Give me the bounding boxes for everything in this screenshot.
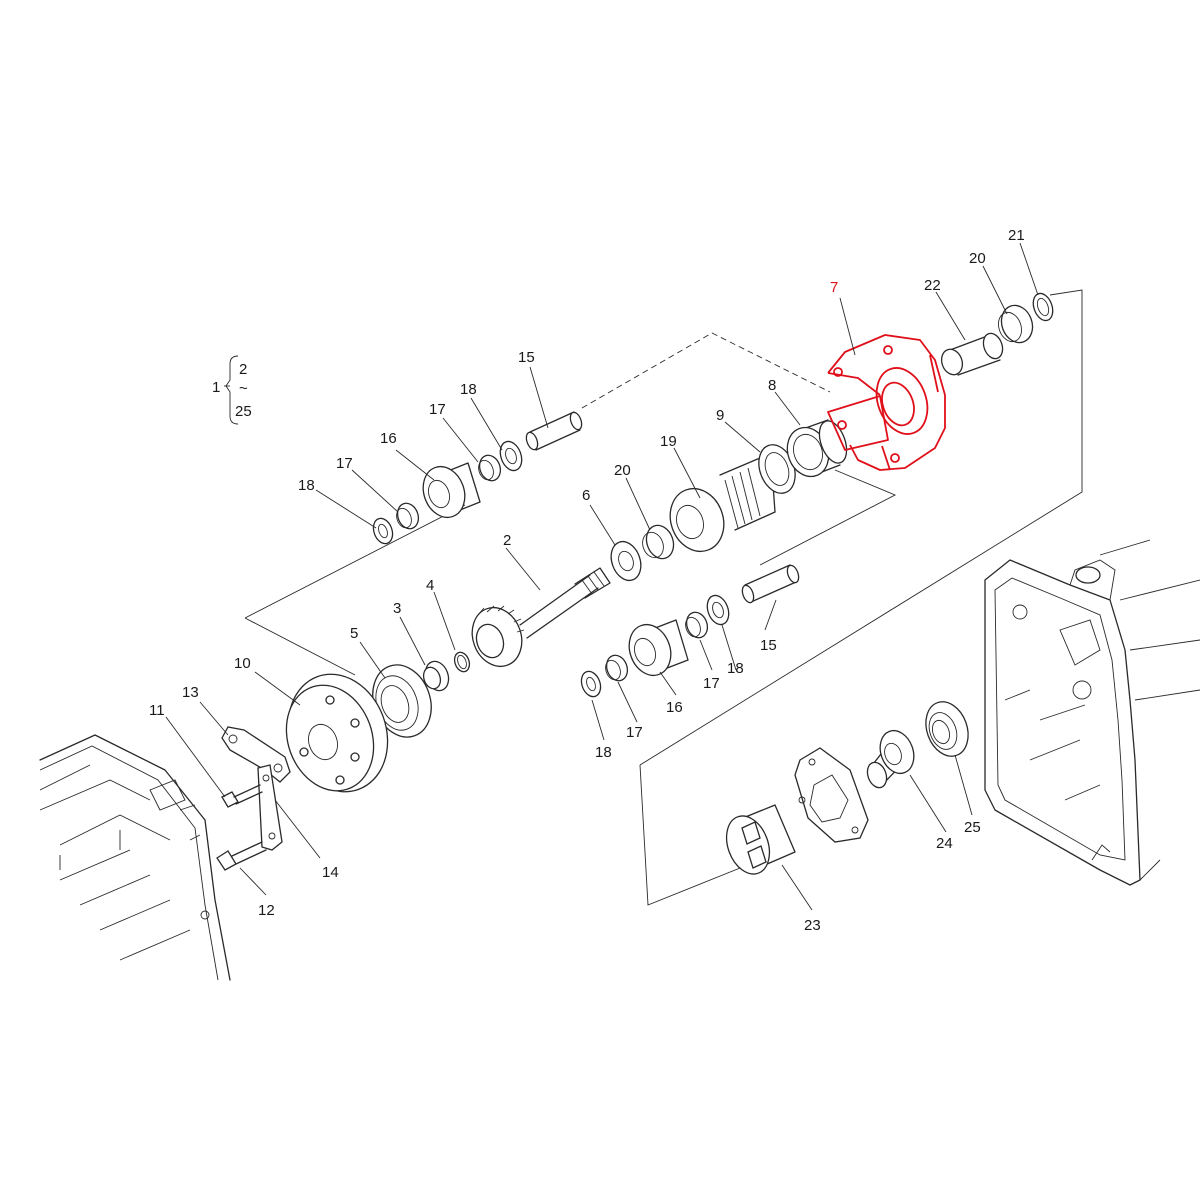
main-shaft — [471, 567, 611, 668]
callout-18-upper-left: 18 — [298, 477, 315, 494]
bearing-3 — [422, 660, 450, 692]
bushing-22 — [940, 332, 1004, 376]
washer-18-upper-left — [372, 517, 394, 545]
snap-ring-4 — [453, 651, 471, 673]
bearing-8 — [786, 419, 848, 478]
callout-18-upper-right: 18 — [460, 381, 477, 398]
callout-17-upper-right: 17 — [429, 401, 446, 418]
callout-3: 3 — [393, 600, 401, 617]
bolt-12 — [216, 841, 267, 871]
washer-6 — [610, 540, 642, 582]
callout-23: 23 — [804, 917, 821, 934]
callout-21: 21 — [1008, 227, 1025, 244]
assembly-note-top: 2 — [239, 361, 247, 378]
callout-10: 10 — [234, 655, 251, 672]
assembly-note: 1 2 ~ 25 — [212, 355, 252, 425]
callout-16-upper: 16 — [380, 430, 397, 447]
transmission-case-right — [984, 539, 1200, 886]
callout-18-lower-left: 18 — [595, 744, 612, 761]
callout-2: 2 — [503, 532, 511, 549]
callout-5: 5 — [350, 625, 358, 642]
callout-17-lower-right: 17 — [703, 675, 720, 692]
callout-12: 12 — [258, 902, 275, 919]
snap-ring-21 — [1032, 292, 1054, 322]
lower-group-outline — [639, 289, 1083, 906]
needle-bearing-20a — [642, 524, 675, 560]
gear-16-upper — [422, 462, 481, 519]
lock-plate-14 — [257, 764, 283, 851]
callout-17-lower-left: 17 — [626, 724, 643, 741]
gear-24 — [866, 729, 915, 789]
callout-18-lower-right: 18 — [727, 660, 744, 677]
callout-15-lower: 15 — [760, 637, 777, 654]
coupling-23 — [725, 804, 796, 875]
callout-9: 9 — [716, 407, 724, 424]
gasket — [794, 747, 869, 843]
assembly-note-bottom: 25 — [235, 403, 252, 420]
callout-11: 11 — [149, 702, 165, 719]
callout-16-lower: 16 — [666, 699, 683, 716]
callout-20-lower: 20 — [614, 462, 631, 479]
flange-10 — [285, 673, 389, 793]
callout-25: 25 — [964, 819, 981, 836]
washer-18-lower-right — [706, 594, 730, 626]
gear-16-lower — [628, 619, 689, 677]
callout-6: 6 — [582, 487, 590, 504]
bearing-17-lower-right — [685, 611, 709, 639]
callout-14: 14 — [322, 864, 339, 881]
callout-7: 7 — [830, 279, 838, 296]
callout-24: 24 — [936, 835, 953, 852]
callout-22: 22 — [924, 277, 941, 294]
idler-shaft-15-lower — [741, 564, 800, 604]
ball-bearing-5 — [372, 664, 432, 738]
callout-4: 4 — [426, 577, 434, 594]
needle-bearing-20b — [998, 304, 1034, 344]
callout-19: 19 — [660, 433, 677, 450]
transmission-case-left — [39, 734, 231, 981]
callout-17-upper-left: 17 — [336, 455, 353, 472]
callout-labels: 2 3 4 5 6 7 8 9 10 11 12 13 14 15 15 16 … — [149, 227, 1025, 934]
plate-13 — [221, 726, 291, 783]
callout-20-upper: 20 — [969, 250, 986, 267]
bearing-17-upper-left — [396, 502, 420, 530]
upper-group-outline — [244, 332, 897, 676]
bolt-11 — [221, 784, 263, 808]
bearing-17-lower-left — [605, 654, 629, 682]
housing-7-highlighted — [827, 334, 946, 471]
callout-15-upper: 15 — [518, 349, 535, 366]
callout-8: 8 — [768, 377, 776, 394]
leader-lines — [165, 242, 1039, 911]
washer-18-lower-left — [580, 670, 602, 698]
assembly-note-tilde: ~ — [239, 380, 248, 397]
idler-shaft-15-upper — [525, 411, 583, 451]
bearing-17-upper-right — [478, 454, 502, 482]
assembly-note-main: 1 — [212, 379, 220, 396]
gear-19 — [669, 457, 776, 553]
washer-18-upper-right — [499, 440, 523, 472]
ball-bearing-25 — [925, 701, 969, 757]
callout-13: 13 — [182, 684, 199, 701]
